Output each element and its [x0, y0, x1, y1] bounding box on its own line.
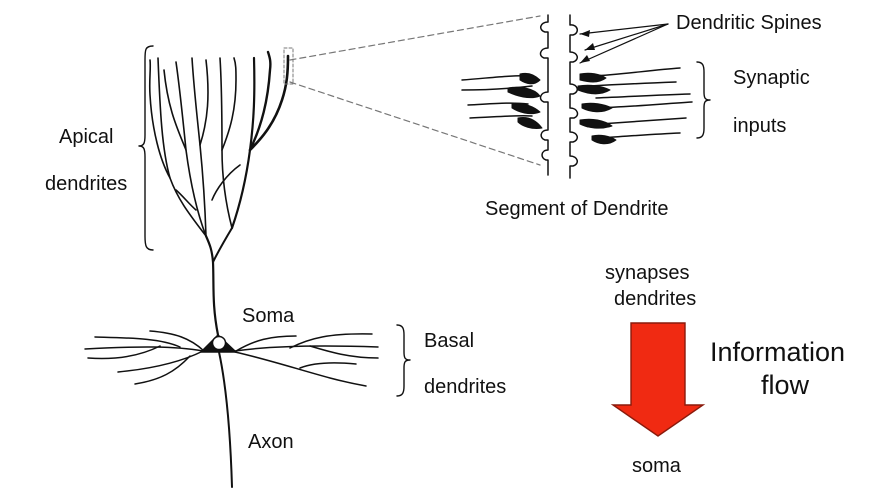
- information-flow-arrow: [613, 323, 703, 436]
- soma-body: [201, 335, 236, 352]
- axon-label: Axon: [248, 432, 294, 452]
- apical-label-line2: dendrites: [45, 174, 127, 194]
- zoom-callout: [290, 16, 540, 165]
- flow-synapses-label: synapses: [605, 263, 690, 283]
- soma-label: Soma: [242, 306, 294, 326]
- basal-label-line2: dendrites: [424, 377, 506, 397]
- axon-line: [219, 352, 232, 487]
- information-flow-label-line2: flow: [761, 372, 809, 399]
- flow-soma-label: soma: [632, 456, 681, 476]
- synaptic-label-line1: Synaptic: [733, 68, 810, 88]
- basal-bracket: [397, 325, 410, 396]
- basal-label-line1: Basal: [424, 331, 474, 351]
- information-flow-label-line1: Information: [710, 339, 845, 366]
- segment-of-dendrite-label: Segment of Dendrite: [485, 199, 668, 219]
- spine-arrowheads: [580, 30, 595, 63]
- basal-dendrites: [85, 331, 378, 386]
- synaptic-terminals: [508, 73, 616, 144]
- synaptic-label-line2: inputs: [733, 116, 786, 136]
- synaptic-bracket: [697, 62, 710, 138]
- spine-pointer-arrows: [580, 24, 668, 63]
- flow-dendrites-label: dendrites: [614, 289, 696, 309]
- apical-dendrite-tree: [150, 52, 288, 335]
- apical-label-line1: Apical: [59, 127, 113, 147]
- apical-bracket: [139, 46, 153, 250]
- dendrite-segment: [462, 15, 692, 178]
- dendritic-spines-label: Dendritic Spines: [676, 13, 822, 33]
